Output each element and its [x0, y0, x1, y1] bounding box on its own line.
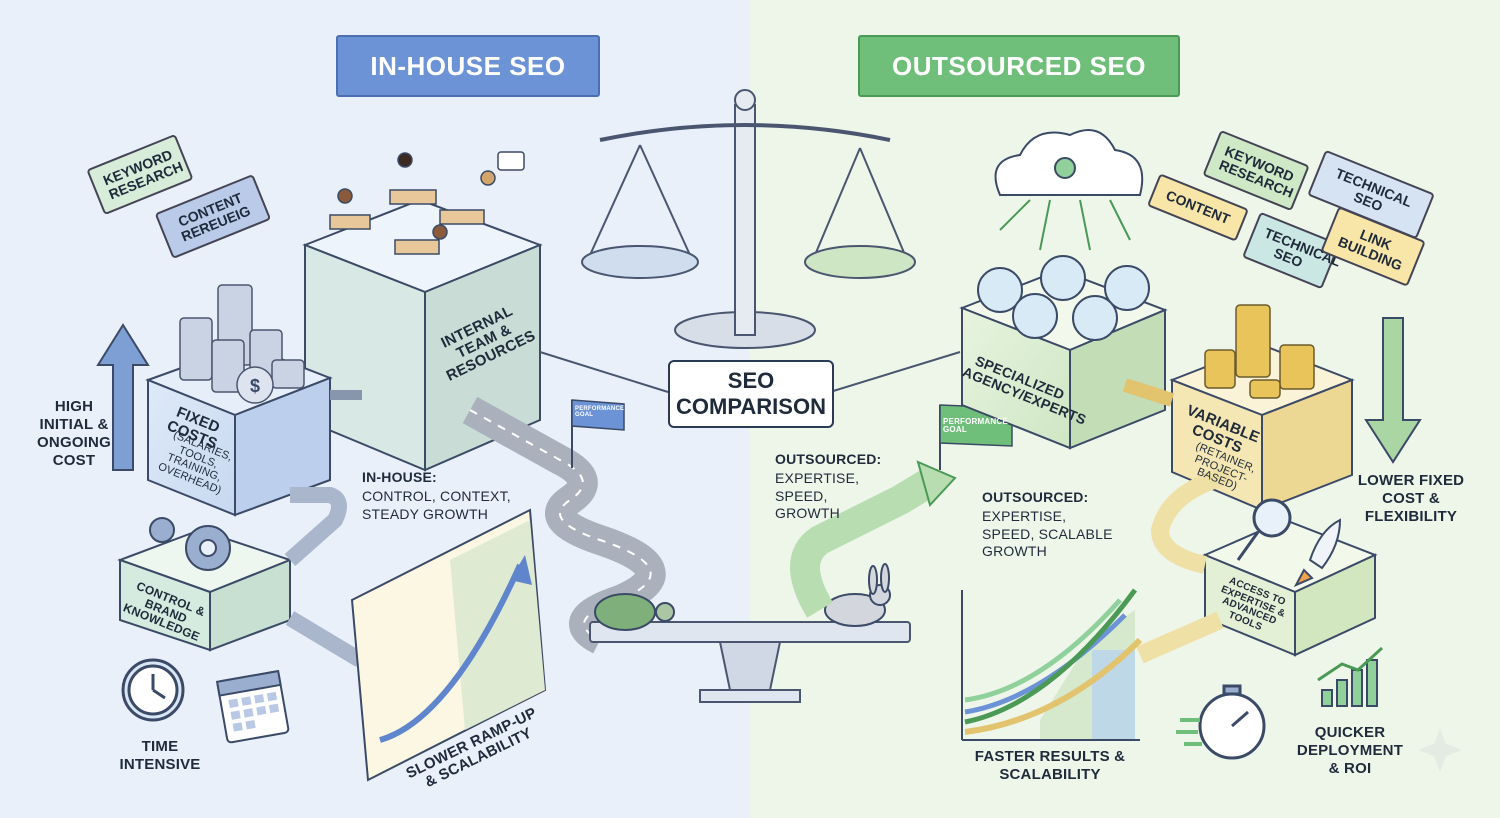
turtle-icon	[594, 593, 675, 631]
time-intensive-label: TIME INTENSIVE	[119, 738, 201, 773]
control-box	[117, 528, 293, 652]
high-cost-label: HIGH INITIAL & ONGOING COST	[37, 398, 111, 469]
quicker-deployment-label: QUICKER DEPLOYMENT & ROI	[1296, 724, 1404, 777]
team-desks-icon	[329, 151, 525, 255]
comparison-line-2: COMPARISON	[676, 394, 826, 419]
calendar-icon	[215, 669, 290, 744]
yellow-path-lower	[1136, 611, 1224, 664]
connector-left	[539, 351, 669, 393]
outsourced-body-2: EXPERTISE, SPEED, SCALABLE GROWTH	[982, 508, 1113, 559]
svg-text:$: $	[250, 376, 260, 396]
magnifier-icon	[1236, 498, 1292, 561]
sparkle-icon	[1418, 728, 1462, 772]
faster-results-label: FASTER RESULTS & SCALABILITY	[974, 748, 1126, 783]
up-arrow-icon	[96, 323, 150, 471]
outsourced-banner: OUTSOURCED SEO	[858, 35, 1180, 97]
path-left-lower	[285, 611, 365, 667]
green-growth-arrow	[790, 460, 957, 618]
gold-coins-icon	[1204, 304, 1315, 399]
in-house-banner: IN-HOUSE SEO	[336, 35, 600, 97]
seesaw	[589, 621, 911, 703]
flag-left-icon	[571, 399, 625, 468]
expert-avatars-icon	[977, 255, 1150, 341]
flag-right-label: PERFORMANCE GOAL	[943, 417, 1008, 435]
cloud-network-icon	[994, 129, 1144, 251]
down-arrow-icon	[1364, 317, 1422, 464]
gold-pipe	[1122, 378, 1175, 407]
rabbit-icon	[824, 563, 891, 627]
yellow-path	[1150, 466, 1233, 574]
balance-scale-icon	[581, 89, 916, 349]
slow-growth-board	[350, 508, 547, 782]
fast-growth-chart	[961, 588, 1143, 741]
connector-right	[829, 351, 961, 393]
outsourced-heading-1: OUTSOURCED:	[775, 451, 882, 467]
roi-chart-icon	[1317, 646, 1384, 707]
stopwatch-icon	[1176, 684, 1266, 760]
inhouse-body: CONTROL, CONTEXT, STEADY GROWTH	[362, 488, 511, 522]
inhouse-heading: IN-HOUSE:	[362, 469, 437, 485]
comparison-line-1: SEO	[727, 368, 775, 393]
clock-icon	[121, 658, 185, 722]
outsourced-body-1: EXPERTISE, SPEED, GROWTH	[775, 470, 860, 521]
access-box	[1202, 518, 1378, 657]
flag-left-label: PERFORMANCE GOAL	[575, 406, 625, 419]
coin-stacks-icon: $	[179, 284, 305, 404]
lower-fixed-cost-label: LOWER FIXED COST & FLEXIBILITY	[1357, 472, 1465, 525]
gear-icon	[149, 517, 231, 571]
seo-comparison-box: SEO COMPARISON	[668, 360, 834, 428]
outsourced-heading-2: OUTSOURCED:	[982, 489, 1089, 505]
rocket-icon	[1293, 518, 1342, 588]
path-left-upper	[284, 487, 347, 566]
